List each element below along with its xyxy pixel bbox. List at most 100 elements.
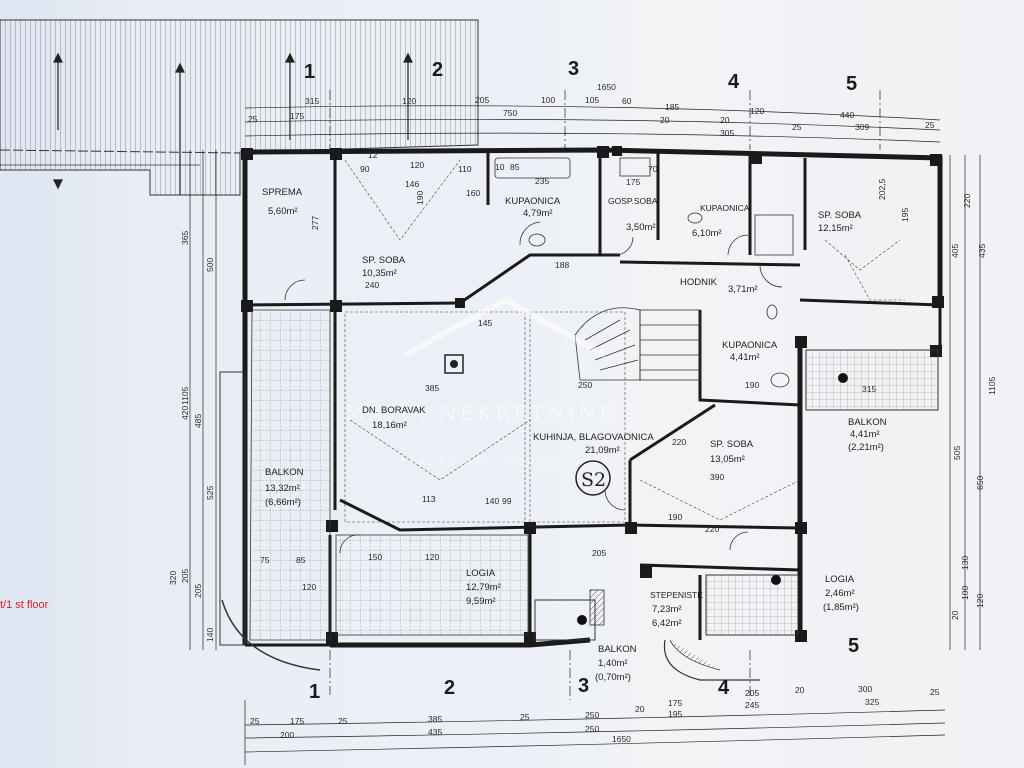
dim-label: 1105 <box>987 376 997 395</box>
room-logia-east: LOGIA 2,46m² (1,85m²) <box>823 574 859 613</box>
dim-label: 1105 <box>180 386 190 405</box>
grid-label-2-top: 2 <box>432 59 443 81</box>
room-area: 12,15m² <box>818 223 853 234</box>
dim-label: 160 <box>466 188 480 198</box>
room-area: 13,32m² <box>265 483 300 494</box>
logia-east <box>663 574 799 681</box>
dim-label: 25 <box>338 716 348 726</box>
dim-label: 235 <box>535 176 549 186</box>
dim-label: 320 <box>168 571 178 585</box>
dim-label: 85 <box>510 162 520 172</box>
dim-label: 175 <box>290 111 304 121</box>
dim-label: 20 <box>795 685 805 695</box>
dim-label: 190 <box>668 512 682 522</box>
room-bedroom-2: SP. SOBA 12,15m² <box>818 210 862 234</box>
room-stairs: STEPENISTE 7,23m² 6,42m² <box>650 590 703 629</box>
room-area-net: (6,66m²) <box>265 497 301 508</box>
dim-label: 25 <box>520 712 530 722</box>
dim-label: 20 <box>720 115 730 125</box>
room-bathroom-1: KUPAONICA 4,79m² <box>505 196 561 219</box>
ceiling-outlines <box>344 159 905 523</box>
room-name: BALKON <box>848 417 887 428</box>
dim-label: 25 <box>930 687 940 697</box>
dim-label: 70 <box>648 164 658 174</box>
dim-label: 120 <box>425 552 439 562</box>
logia-south <box>335 534 529 636</box>
dim-label: 202,5 <box>877 178 887 200</box>
room-area: 3,50m² <box>626 222 656 233</box>
dim-label: 25 <box>925 120 935 130</box>
dim-label: 195 <box>668 709 682 719</box>
chimney <box>444 354 464 374</box>
dim-label: 205 <box>745 688 759 698</box>
room-area: 4,41m² <box>730 352 760 363</box>
dim-label: 140 <box>485 496 499 506</box>
room-utility: GOSP.SOBA 3,50m² <box>608 196 658 233</box>
dim-label: 315 <box>862 384 876 394</box>
room-balcony-east: BALKON 4,41m² (2,21m²) <box>848 417 887 453</box>
dim-label: 120 <box>410 160 424 170</box>
room-hallway: HODNIK 3,71m² <box>680 277 758 295</box>
room-name: HODNIK <box>680 277 718 288</box>
dim-label: 150 <box>368 552 382 562</box>
dim-label-total: 1650 <box>612 734 631 744</box>
dim-label: 220 <box>962 194 972 208</box>
dim-label: 120 <box>750 106 764 116</box>
dim-label: 188 <box>555 260 569 270</box>
dim-label: 175 <box>626 177 640 187</box>
dim-label: 750 <box>503 108 517 118</box>
dim-label: 85 <box>296 555 306 565</box>
room-area: 5,60m² <box>268 206 298 217</box>
dim-label: 485 <box>193 414 203 428</box>
room-area: 18,16m² <box>372 420 407 431</box>
room-area: 4,41m² <box>850 429 880 440</box>
dim-label: 385 <box>425 383 439 393</box>
watermark: MAJTA NEKRETNINE REAL ESTATE · DEVELOPME… <box>345 296 614 467</box>
dim-label: 315 <box>305 96 319 106</box>
grid-label-3-top: 3 <box>568 58 579 80</box>
dim-label: 277 <box>310 216 320 230</box>
dim-label: 309 <box>855 122 869 132</box>
dim-label: 250 <box>585 724 599 734</box>
dim-label: 185 <box>665 102 679 112</box>
room-area-net: (2,21m²) <box>848 442 884 453</box>
dim-labels-interior: 12 90 120 110 10 85 235 175 70 146 160 1… <box>260 150 910 592</box>
dim-label: 650 <box>975 476 985 490</box>
floor-note: t/1 st floor <box>0 599 49 611</box>
room-area-net: 9,59m² <box>466 596 496 607</box>
dim-label: 405 <box>950 244 960 258</box>
dim-label: 20 <box>660 115 670 125</box>
grid-label-1-bottom: 1 <box>309 681 320 703</box>
dim-labels-top: 315 120 205 750 100 105 60 185 120 440 2… <box>248 82 935 138</box>
spiral-staircase <box>574 307 701 381</box>
room-living: DN. BORAVAK 18,16m² <box>362 405 426 431</box>
grid-labels-top: 1 2 3 4 5 <box>304 58 857 95</box>
dim-label: 505 <box>952 446 962 460</box>
grid-label-4-top: 4 <box>728 71 740 93</box>
grid-axes <box>329 90 881 700</box>
dim-label: 240 <box>365 280 379 290</box>
dim-label: 146 <box>405 179 419 189</box>
room-name: DN. BORAVAK <box>362 405 426 416</box>
grid-label-5-top: 5 <box>846 73 857 95</box>
room-area: 4,79m² <box>523 208 553 219</box>
balcony-small <box>534 589 605 641</box>
dim-label: 195 <box>900 208 910 222</box>
dim-label: 12 <box>368 150 378 160</box>
room-balcony-west: BALKON 13,32m² (6,66m²) <box>265 467 304 508</box>
grid-label-4-bottom: 4 <box>718 677 730 699</box>
room-name: KUHINJA, BLAGOVAONICA <box>533 432 654 443</box>
dim-label: 440 <box>840 110 854 120</box>
dim-label: 300 <box>858 684 872 694</box>
room-area: 10,35m² <box>362 268 397 279</box>
dim-label: 250 <box>585 710 599 720</box>
room-name: KUPAONICA <box>505 196 561 207</box>
room-balcony-small: BALKON 1,40m² (0,70m²) <box>595 644 637 683</box>
top-dimensions <box>244 105 941 143</box>
dim-label: 365 <box>180 231 190 245</box>
dim-label: 220 <box>672 437 686 447</box>
dim-label: 90 <box>360 164 370 174</box>
room-area: 21,09m² <box>585 445 620 456</box>
grid-label-2-bottom: 2 <box>444 677 455 699</box>
